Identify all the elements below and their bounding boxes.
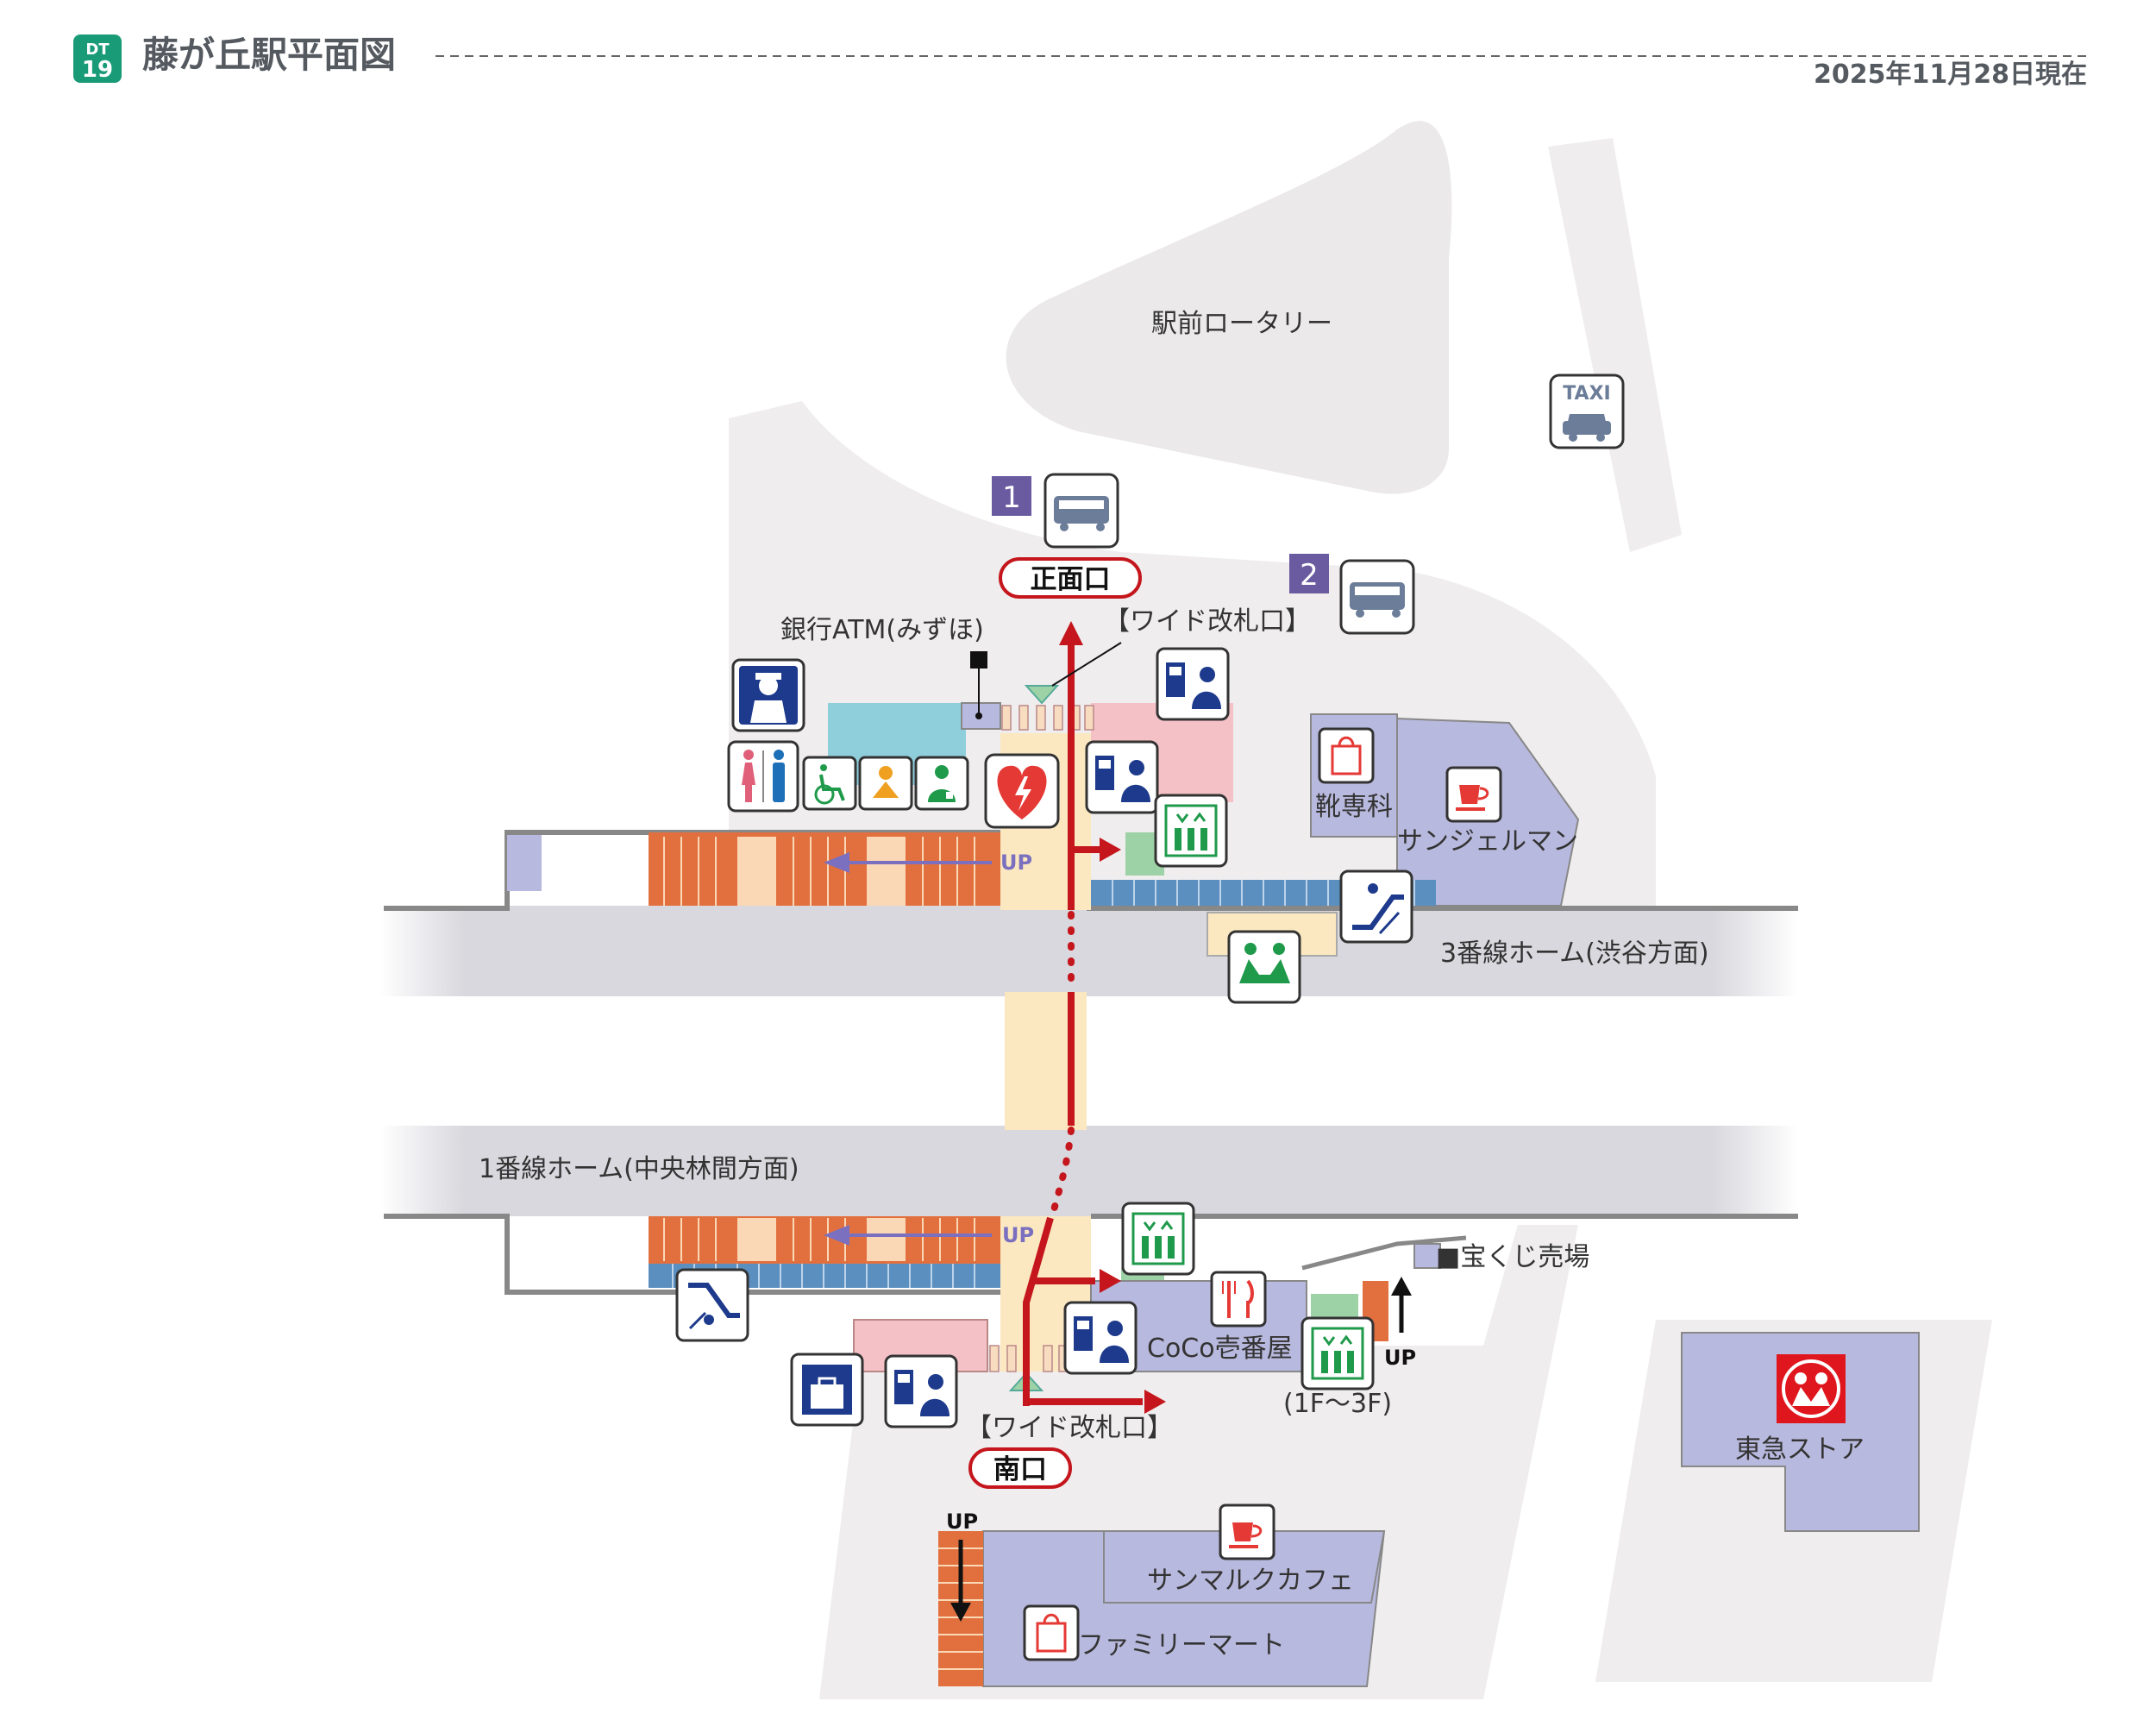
ticket-office-icon-north-2[interactable] xyxy=(1085,740,1159,814)
bus-stop-1[interactable]: 1 xyxy=(992,473,1119,549)
station-badge-line: DT xyxy=(85,41,110,59)
ticket-office-icon-north-1[interactable] xyxy=(1156,647,1230,721)
waiting-bench-icon[interactable] xyxy=(1227,930,1301,1004)
up-arrow-lottery xyxy=(1391,1277,1412,1333)
platform-3-track xyxy=(379,906,1798,996)
up-label-south: UP xyxy=(1002,1223,1034,1247)
up-label-lottery: UP xyxy=(1384,1346,1416,1370)
south-exit-label: 南口 xyxy=(993,1454,1047,1485)
tokyu-store-label: 東急ストア xyxy=(1735,1434,1865,1465)
cafe-icon-north[interactable] xyxy=(1445,766,1502,823)
as-of-date: 2025年11月28日現在 xyxy=(1814,60,2087,90)
elevator-icon-south-1[interactable] xyxy=(1121,1202,1195,1276)
stairs-north xyxy=(649,832,1000,906)
cafe-icon-south[interactable] xyxy=(1219,1503,1275,1560)
west-shop-north xyxy=(507,835,542,891)
up-label-north: UP xyxy=(1000,851,1032,875)
route-arrow-up xyxy=(1059,621,1083,645)
platform-1-label: 1番線ホーム(中央林間方面) xyxy=(479,1154,799,1184)
coco-label: CoCo壱番屋 xyxy=(1147,1334,1293,1364)
station-badge-number: 19 xyxy=(82,57,113,83)
route-arrow-elevator-south xyxy=(1100,1269,1121,1293)
ticket-gates-north xyxy=(1001,705,1094,731)
ticket-office-icon-south-1[interactable] xyxy=(1063,1301,1138,1375)
south-exit-badge[interactable]: 南口 xyxy=(968,1447,1072,1489)
escalator-icon-north[interactable] xyxy=(1339,869,1413,944)
south-walkway xyxy=(1301,1235,1467,1271)
route-arrow-elevator-north xyxy=(1100,838,1121,862)
familymart-label: ファミリーマート xyxy=(1078,1630,1285,1660)
restaurant-icon[interactable] xyxy=(1210,1271,1267,1328)
elevator-icon-south-2[interactable] xyxy=(1300,1316,1375,1390)
shopping-bag-icon-north[interactable] xyxy=(1318,727,1375,784)
route-arrow-exit-south xyxy=(1144,1390,1166,1414)
lottery-label: ■宝くじ売場 xyxy=(1436,1242,1589,1272)
up-arrow-north xyxy=(824,852,992,873)
south-building xyxy=(649,1216,1920,1687)
rotary-label: 駅前ロータリー xyxy=(1151,309,1332,339)
shoe-repair-label: 靴専科 xyxy=(1315,792,1393,822)
up-label-familymart: UP xyxy=(946,1510,978,1534)
header: DT 19 藤が丘駅平面図 2025年11月28日現在 xyxy=(73,34,2087,90)
wheelchair-icon[interactable] xyxy=(802,756,857,811)
main-exit-label: 正面口 xyxy=(1031,564,1111,595)
ticket-gates-south xyxy=(989,1345,1069,1372)
lottery-booth xyxy=(1413,1243,1441,1269)
aed-icon[interactable] xyxy=(984,753,1060,829)
svg-text:1: 1 xyxy=(1002,480,1021,515)
route-south-dotted xyxy=(1049,1127,1075,1220)
shopping-bag-icon-south[interactable] xyxy=(1023,1604,1080,1661)
wide-gate-north-label: 【ワイド改札口】 xyxy=(1104,606,1311,637)
bank-atm-label: 銀行ATM(みずほ) xyxy=(780,615,984,645)
atm-marker xyxy=(970,651,987,669)
taxi-stand[interactable]: TAXI xyxy=(1549,374,1625,449)
station-staff-icon[interactable] xyxy=(731,658,805,732)
multipurpose-room-icon[interactable] xyxy=(914,756,969,811)
station-number-badge xyxy=(73,35,122,83)
page-title: 藤が丘駅平面図 xyxy=(142,34,396,76)
elevator-icon-north[interactable] xyxy=(1154,794,1228,868)
tokyu-store-building xyxy=(1681,1332,1920,1532)
stairs-south xyxy=(649,1216,1000,1264)
tokyu-logo[interactable] xyxy=(1777,1354,1846,1423)
up-arrow-south xyxy=(824,1225,992,1246)
baby-care-icon[interactable] xyxy=(858,756,913,811)
svg-text:TAXI: TAXI xyxy=(1563,383,1610,405)
platform-3-label: 3番線ホーム(渋谷方面) xyxy=(1440,938,1709,969)
east-road xyxy=(1548,138,1682,552)
saint-germain-label: サンジェルマン xyxy=(1397,826,1578,857)
elevator-floors-label: (1F～3F) xyxy=(1283,1389,1392,1419)
escalator-icon-south[interactable] xyxy=(675,1268,749,1342)
ticket-office-icon-south-2[interactable] xyxy=(884,1354,958,1428)
st-marc-shop xyxy=(1103,1530,1386,1604)
route-south xyxy=(1023,1216,1054,1406)
wide-gate-south-label: 【ワイド改札口】 xyxy=(966,1413,1173,1443)
platform-1-track xyxy=(379,1126,1798,1216)
st-marc-label: サンマルクカフェ xyxy=(1147,1566,1354,1596)
bus-stop-2[interactable]: 2 xyxy=(1289,554,1415,635)
rotary-area xyxy=(1006,121,1452,494)
svg-text:2: 2 xyxy=(1300,558,1319,593)
restroom-icon[interactable] xyxy=(727,740,799,813)
wide-gate-marker-north xyxy=(1024,685,1060,705)
main-exit-badge[interactable]: 正面口 xyxy=(999,557,1142,599)
locker-icon[interactable] xyxy=(790,1353,864,1427)
up-arrow-familymart xyxy=(950,1540,971,1622)
